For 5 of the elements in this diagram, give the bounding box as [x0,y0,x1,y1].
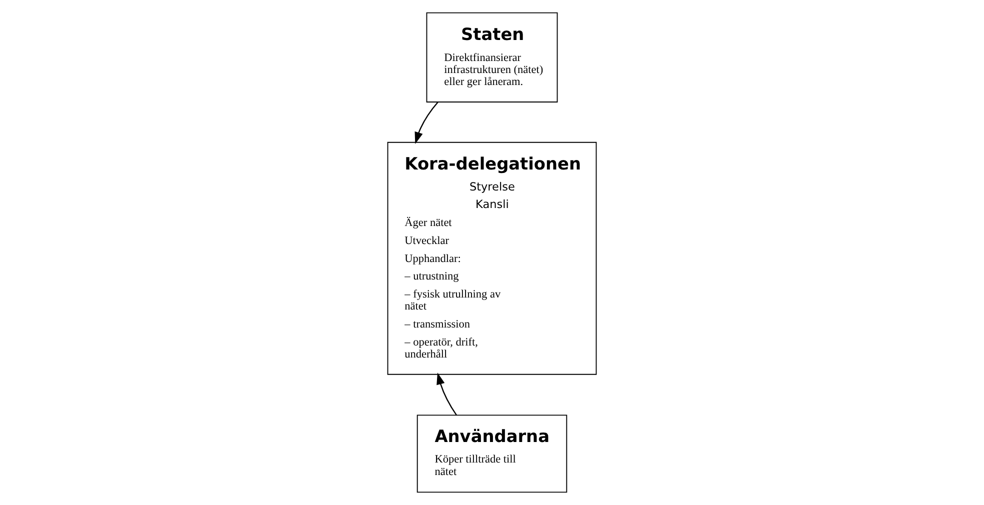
arrow [436,372,458,416]
node-box: Kora-delegationen Styrelse Kansli Äger nätet Utvecklar Upphandlar: – utrustning – fysisk utrullning av nätet – transmission – operatör, drift, underhåll [387,142,597,375]
node-box: Staten Direktfinansierar infrastrukturen (nätet) eller ger låneram. [426,12,558,102]
arrow [414,102,438,144]
node-box: Användarna Köper tillträde till nätet [416,414,568,493]
